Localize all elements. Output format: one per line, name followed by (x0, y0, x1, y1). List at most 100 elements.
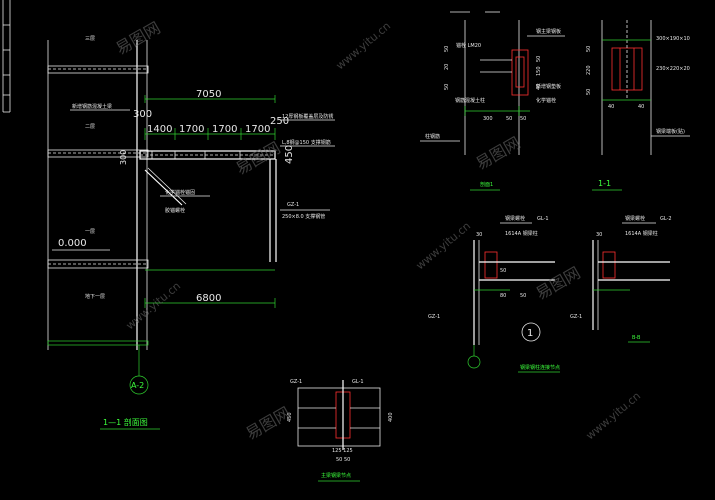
dim-300b: 300 (119, 150, 128, 165)
detail-mid-right: 钢梁螺栓 GL-2 1614A 钢梁柱 30 GZ-1 B-B (570, 215, 672, 343)
note-bolt-2: 胶锚螺栓 (165, 207, 185, 214)
dim-tl-1: 50 (444, 46, 450, 52)
detail-mid-left: 钢梁螺栓 GL-1 1614A 钢梁柱 30 GZ-1 50 80 50 1 钢… (428, 215, 560, 373)
main-section: 7050 1400 1700 1700 1700 300 250 450 300… (47, 36, 335, 430)
dim-tm-2: 150 (536, 66, 542, 76)
pad-label: 新增钢垫板 (536, 83, 561, 90)
dim-seg-2: 1700 (179, 124, 204, 135)
note-support-bar: L,8钢@150 支撑钢筋 (282, 139, 331, 146)
dim-tl-3: 50 (444, 84, 450, 90)
callout-number: 1 (527, 328, 533, 339)
num-mid-right: 1614A 钢梁柱 (625, 230, 658, 237)
dim-mid-1: 50 (500, 268, 506, 274)
watermarks: 易图网 www.yitu.cn 易图网 www.yitu.cn 易图网 易图网 … (113, 18, 644, 443)
gz-mid-right: GZ-1 (570, 314, 582, 320)
plate-dim-2: 230×220×20 (656, 66, 690, 72)
connection-plate-right (602, 251, 616, 279)
dim-seg-1: 1400 (147, 124, 172, 135)
bolt-mid-right: 30 (596, 232, 602, 238)
dim-text-7050: 7050 (196, 89, 221, 100)
detail-callout-circle (521, 322, 541, 342)
note-support-pipe: 250×8.0 支撑钢管 (282, 213, 325, 220)
beam-endplate-label: 钢梁端板(贴) (656, 128, 685, 135)
dim-tr-1: 50 (586, 46, 592, 52)
watermark-5: 易图网 (243, 403, 294, 443)
base-plate (611, 47, 643, 91)
bottom-gz1: GZ-1 (290, 379, 302, 385)
note-steel-cover: 12厚钢板覆盖层及防锈 (282, 113, 333, 120)
column-label: 钢筋混凝土柱 (455, 97, 485, 104)
bolt-label: 锚栓 LM20 (456, 42, 481, 49)
watermark-7: 易图网 (533, 263, 584, 303)
plate-dim-1: 300×190×10 (656, 36, 690, 42)
note-mid-right: 钢梁螺栓 (625, 215, 645, 222)
dim-tr-w1: 40 (608, 104, 614, 110)
dim-tr-2: 220 (586, 65, 592, 75)
steel-plate-label: 钢主梁钢板 (536, 28, 561, 35)
note-new-beam: 新增钢筋混凝土梁 (72, 103, 112, 110)
dim-tl-2: 20 (444, 64, 450, 70)
bottom-dim-50: 50 50 (336, 457, 350, 463)
bottom-dim-125: 125 125 (332, 448, 353, 454)
dim-300: 300 (133, 109, 152, 120)
bottom-dim-400: 400 (388, 412, 394, 422)
dim-text-6800: 6800 (196, 293, 221, 304)
dim-250: 250 (270, 116, 289, 127)
watermark-4: www.yitu.cn (124, 279, 184, 332)
column-bar-label: 柱钢筋 (425, 133, 440, 140)
elevation-0000: 0.000 (58, 238, 87, 249)
sheet-border (2, 0, 11, 113)
section-title: 1—1 剖面图 (103, 417, 148, 427)
watermark-6: 易图网 (473, 133, 524, 173)
dim-tw-2: 50 (506, 116, 512, 122)
bottom-dim-450: 450 (287, 412, 293, 422)
bottom-node-frame (297, 387, 381, 447)
basement-label: 地下一层 (85, 293, 105, 300)
dim-seg-3: 1700 (212, 124, 237, 135)
end-plate (511, 49, 529, 96)
dim-seg-4: 1700 (245, 124, 270, 135)
watermark-2: www.yitu.cn (334, 19, 394, 72)
floor-1-label: 一层 (85, 229, 95, 235)
detail-title-left: 剖面1 (480, 181, 493, 188)
dim-tw-3: 50 (520, 116, 526, 122)
axis-label: A-2 (131, 381, 144, 390)
detail-top-right: 300×190×10 230×220×20 钢梁端板(贴) 50 220 50 … (586, 20, 690, 191)
gl1-label: GL-1 (537, 216, 549, 222)
gz-mid-left: GZ-1 (428, 314, 440, 320)
slab-floor-2 (47, 149, 149, 158)
floor-3-label: 三层 (85, 36, 95, 42)
axis-bubble (129, 375, 149, 395)
dim-tw-1: 300 (483, 116, 493, 122)
bolt-mid-left: 30 (476, 232, 482, 238)
dim-tm-1: 50 (536, 56, 542, 62)
watermark-8: www.yitu.cn (414, 219, 474, 272)
note-anchor-bolt: 化学锚栓锚固 (165, 189, 195, 196)
detail-mid-title: 钢梁钢柱连接节点 (520, 364, 560, 371)
num-mid-left: 1614A 钢梁柱 (505, 230, 538, 237)
dim-mid-3: 50 (520, 293, 526, 299)
dim-tm-3: 40 (536, 84, 542, 90)
detail-bb-title: B-B (632, 335, 641, 341)
dim-tr-3: 50 (586, 89, 592, 95)
dim-450: 450 (284, 145, 295, 164)
dim-mid-2: 80 (500, 293, 506, 299)
anchor-label: 化学锚栓 (536, 97, 556, 104)
gz1-label: GZ-1 (287, 202, 299, 208)
connection-plate-left (484, 251, 498, 279)
diagonal-brace (144, 169, 183, 206)
watermark-9: www.yitu.cn (584, 389, 644, 442)
detail-bottom: GZ-1 GL-1 450 400 125 125 50 50 主梁钢梁节点 (287, 379, 394, 482)
slab-floor-3 (47, 65, 149, 74)
detail-title-1-1: 1-1 (598, 179, 611, 188)
watermark-1: 易图网 (113, 18, 164, 58)
bottom-detail-title: 主梁钢梁节点 (321, 472, 351, 479)
bottom-gl1: GL-1 (352, 379, 364, 385)
dim-tr-w2: 40 (638, 104, 644, 110)
note-mid-left: 钢梁螺栓 (505, 215, 525, 222)
detail-top-left: 锚栓 LM20 钢主梁钢板 新增钢垫板 化学锚栓 钢筋混凝土柱 柱钢筋 50 2… (420, 11, 565, 191)
floor-2-label: 二层 (85, 124, 95, 130)
gl2-label: GL-2 (660, 216, 672, 222)
